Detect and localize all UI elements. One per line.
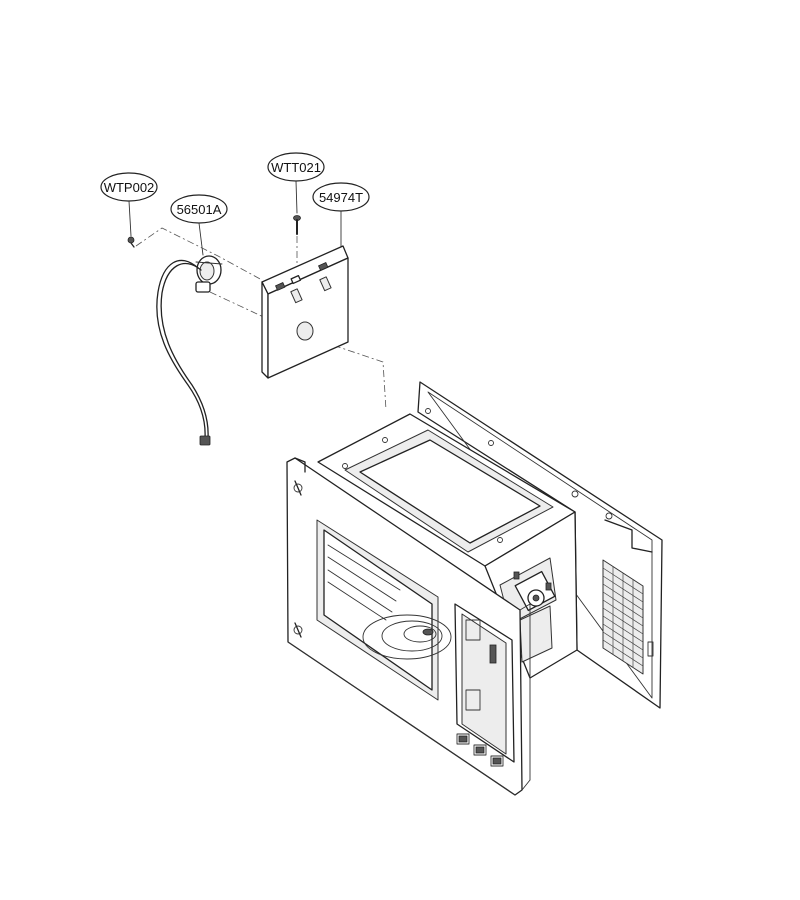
- leader-line: [198, 222, 204, 256]
- callout-wtp002[interactable]: WTP002: [100, 172, 158, 202]
- assembly-guide-lines: [135, 227, 387, 411]
- callout-label: WTT021: [271, 160, 321, 175]
- sensor-bracket-54974t-part: [261, 245, 349, 379]
- callout-label: 56501A: [177, 202, 222, 217]
- leader-line: [295, 180, 298, 214]
- screw-wtt021-part: [293, 215, 301, 235]
- vent-grille: [602, 566, 644, 667]
- callout-label: 54974T: [319, 190, 363, 205]
- callout-label: WTP002: [104, 180, 155, 195]
- screw-wtp002-part: [127, 236, 135, 248]
- thermal-sensor-56501a-part: [156, 255, 223, 446]
- callout-54974t[interactable]: 54974T: [312, 182, 370, 212]
- callout-56501a[interactable]: 56501A: [170, 194, 228, 224]
- leader-line: [128, 200, 132, 237]
- cavity-assembly-part: [286, 381, 663, 796]
- callout-wtt021[interactable]: WTT021: [267, 152, 325, 182]
